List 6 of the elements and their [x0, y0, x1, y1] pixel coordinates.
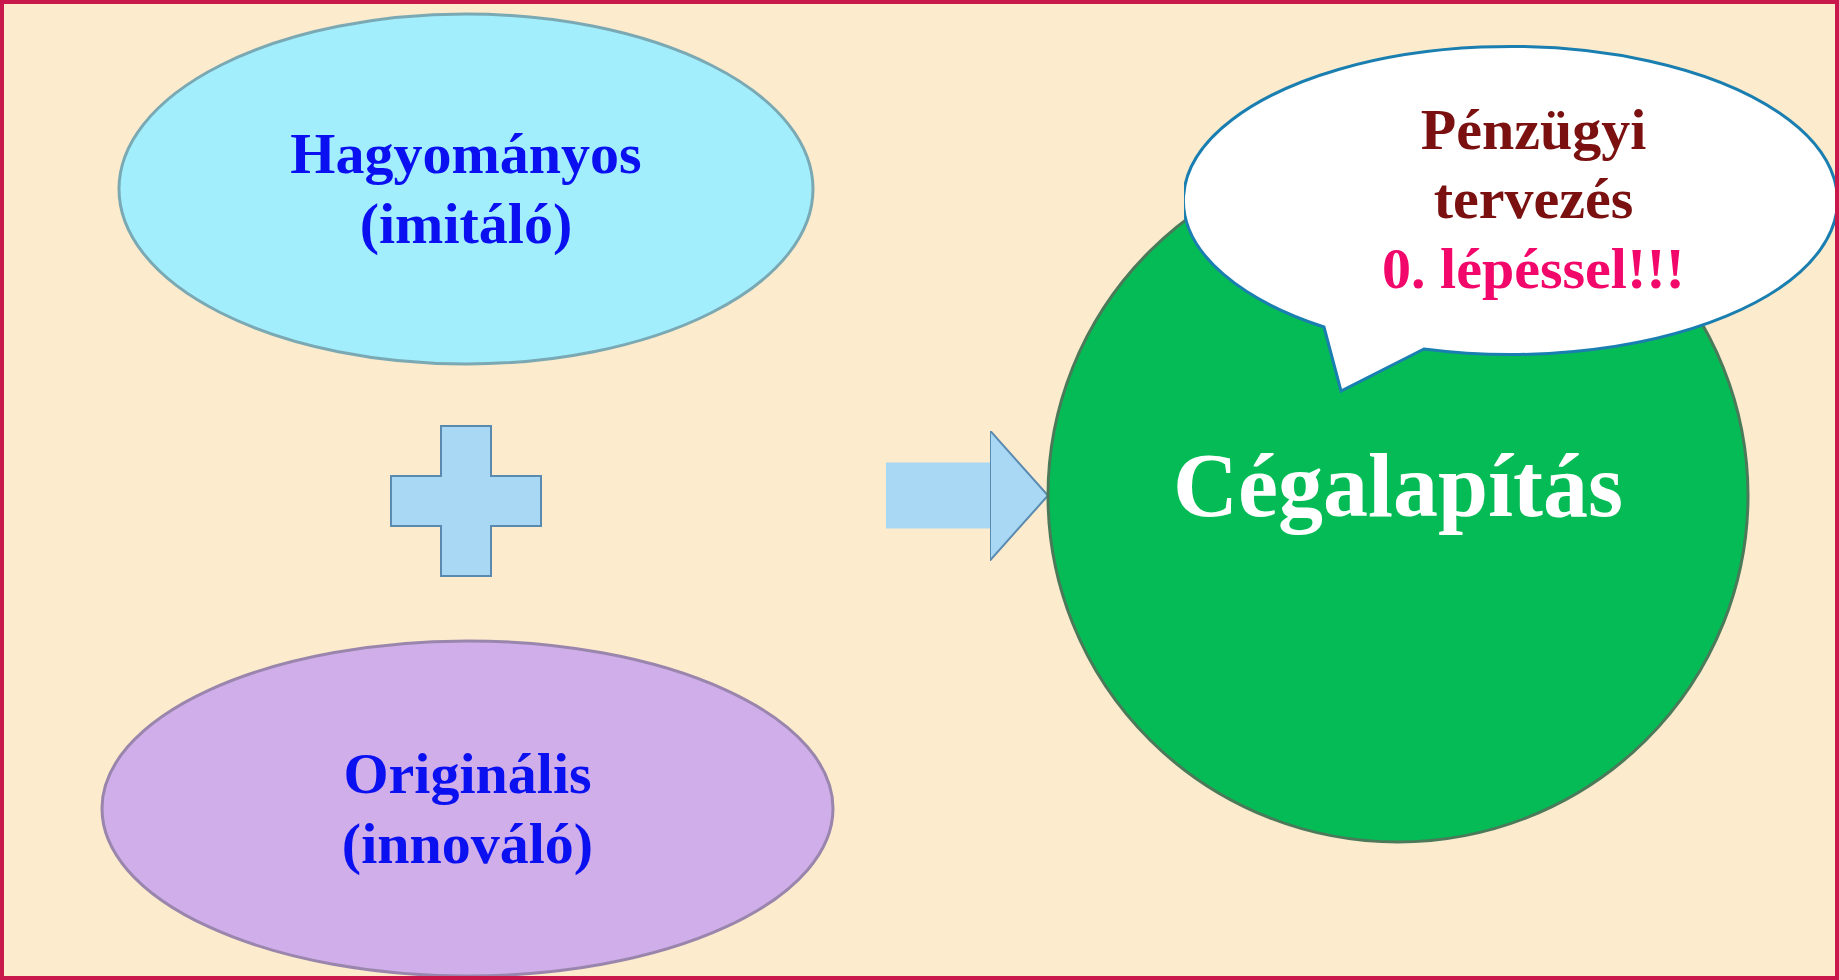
node-label: Cégalapítás	[1172, 434, 1624, 537]
bubble-text: 0. lépéssel!!!	[1381, 234, 1686, 303]
node-label: Hagyományos (imitáló)	[289, 120, 643, 258]
block-arrow	[886, 429, 1049, 562]
bubble-text: Pénzügyi tervezés	[1419, 95, 1648, 234]
node-label: Originális (innováló)	[340, 739, 595, 878]
